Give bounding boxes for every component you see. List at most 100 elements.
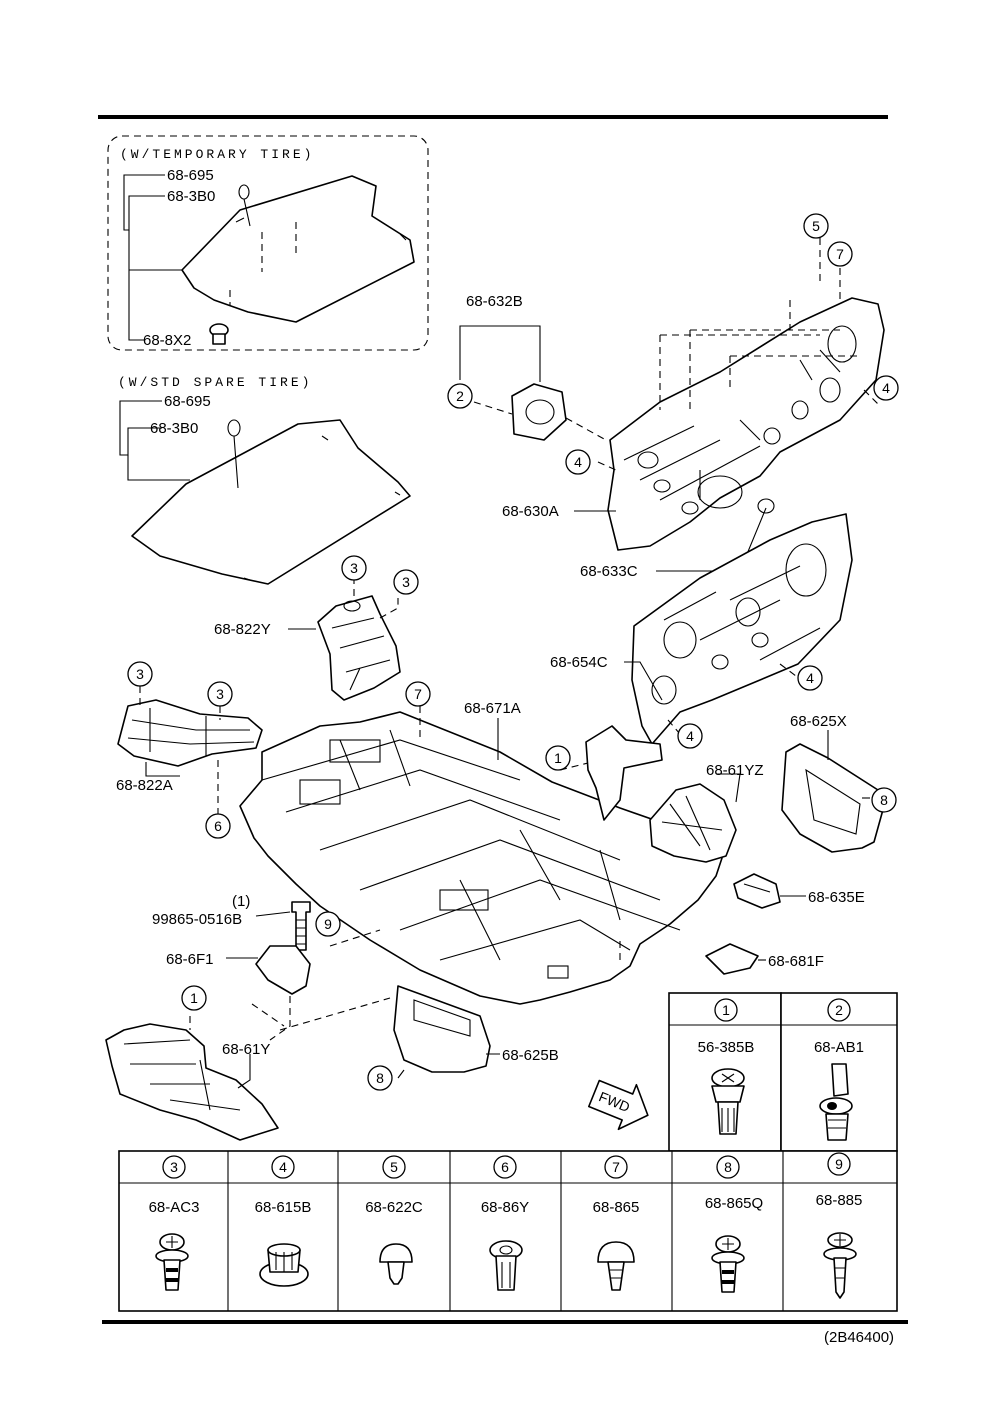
table-part-68-865: 68-865 [593,1199,640,1216]
svg-text:4: 4 [882,380,890,396]
table-cell-9: 9 68-885 [816,1152,863,1299]
callout-68-671a: 68-671A [464,700,521,717]
part-68-6f1 [255,945,311,995]
inset-temporary-header: (W/TEMPORARY TIRE) [120,147,314,162]
svg-text:3: 3 [170,1159,178,1175]
part-68-635e [733,873,781,909]
svg-text:9: 9 [835,1156,843,1172]
fastener-table-top: 1 56-385B 2 68-AB1 [668,992,898,1152]
label-68-8x2-temp: 68-8X2 [143,332,191,349]
push-clip-icon-68-622c [379,1243,413,1285]
table-part-68-ab1: 68-AB1 [814,1039,864,1056]
push-clip-icon-68-865 [597,1241,635,1291]
svg-text:5: 5 [812,218,820,234]
index-1-left: 1 [181,985,207,1011]
label-68-695-std: 68-695 [164,393,211,410]
screw-icon-68-ac3 [155,1233,189,1291]
callout-68-61y: 68-61Y [222,1041,270,1058]
callout-68-822a: 68-822A [116,777,173,794]
svg-text:4: 4 [806,670,814,686]
table-cell-5: 5 68-622C [365,1155,423,1285]
trunk-mat-temporary [181,175,415,323]
callout-68-633c: 68-633C [580,563,638,580]
svg-text:4: 4 [686,728,694,744]
svg-text:7: 7 [414,686,422,702]
svg-text:1: 1 [554,750,562,766]
table-cell-7: 7 68-865 [593,1155,640,1291]
callout-68-6f1: 68-6F1 [166,951,214,968]
side-trim-right: 68-61YZ [585,725,764,863]
callout-68-625x: 68-625X [790,713,847,730]
table-part-68-885: 68-885 [816,1192,863,1209]
table-part-68-622c: 68-622C [365,1199,423,1216]
dash-insulator-group: 68-632B 68-630A 68-633C 68-654C [459,238,885,745]
svg-text:7: 7 [612,1159,620,1175]
diagram-code: (2B46400) [824,1329,894,1346]
part-68-632b [511,383,567,441]
callout-68-625b: 68-625B [502,1047,559,1064]
svg-text:1: 1 [190,990,198,1006]
svg-text:1: 1 [722,1002,730,1018]
index-4-654c-a: 4 [797,665,823,691]
callout-68-681f: 68-681F [768,953,824,970]
clip-icon-56-385b [711,1068,745,1135]
index-3-822a-b: 3 [207,681,233,707]
screw-icon-68-885 [823,1232,857,1299]
label-68-3b0-std: 68-3B0 [150,420,198,437]
screw-icon-68-865q [711,1235,745,1293]
label-68-695-temp: 68-695 [167,167,214,184]
index-3-822y-a: 3 [341,555,367,581]
table-cell-6: 6 68-86Y [481,1155,529,1291]
part-68-625b [393,985,491,1073]
svg-text:2: 2 [835,1002,843,1018]
svg-text:3: 3 [402,574,410,590]
index-8-left: 8 [367,1065,393,1091]
grommet-icon-68-615b [259,1243,309,1287]
callout-68-632b: 68-632B [466,293,523,310]
svg-text:9: 9 [324,916,332,932]
rivet-icon-68-86y [489,1240,523,1291]
part-68-61y [105,1023,279,1141]
part-68-61yz-bracket [585,725,663,821]
part-68-822a [117,699,263,767]
clip-icon-68-ab1 [819,1063,853,1141]
table-cell-2: 2 68-AB1 [814,998,864,1141]
bolt-and-pad: (1) 99865-0516B 68-6F1 [152,893,391,1041]
svg-text:5: 5 [390,1159,398,1175]
index-3-822y-b: 3 [393,569,419,595]
part-68-654c [631,513,853,745]
part-68-822y [317,595,401,701]
svg-text:4: 4 [279,1159,287,1175]
callout-68-822y: 68-822Y [214,621,271,638]
index-1-right: 1 [545,745,571,771]
svg-text:3: 3 [136,666,144,682]
table-cell-8: 8 68-865Q [705,1155,763,1293]
callout-68-635e: 68-635E [808,889,865,906]
index-7-top: 7 [827,241,853,267]
table-part-68-615b: 68-615B [255,1199,312,1216]
fastener-table-bottom: 3 68-AC3 4 68-615B 5 [118,1150,898,1312]
svg-text:3: 3 [216,686,224,702]
trim-68-625b: 68-625B [393,985,559,1079]
callout-68-654c: 68-654C [550,654,608,671]
index-circles: 5 7 4 2 4 3 3 3 3 6 7 4 4 1 8 9 1 8 [127,213,899,1091]
svg-text:4: 4 [574,454,582,470]
svg-text:3: 3 [350,560,358,576]
index-4-left: 4 [565,449,591,475]
table-part-68-ac3: 68-AC3 [149,1199,200,1216]
side-trim-left: 68-61Y [105,1003,285,1141]
inset-temporary-frame [107,135,429,351]
table-cell-4: 4 68-615B [255,1155,312,1287]
index-2: 2 [447,383,473,409]
part-68-671a [239,711,723,1005]
crossmember-brackets: 68-822Y 68-822A [116,580,401,814]
index-8-right: 8 [871,787,897,813]
svg-text:2: 2 [456,388,464,404]
part-68-681f [705,943,759,975]
svg-text:6: 6 [214,818,222,834]
bolt-99865-0516b [291,901,311,951]
small-pads: 68-635E 68-681F [705,873,865,975]
table-part-68-865q: 68-865Q [705,1195,763,1212]
table-cell-1: 1 56-385B [698,998,754,1135]
svg-text:7: 7 [836,246,844,262]
